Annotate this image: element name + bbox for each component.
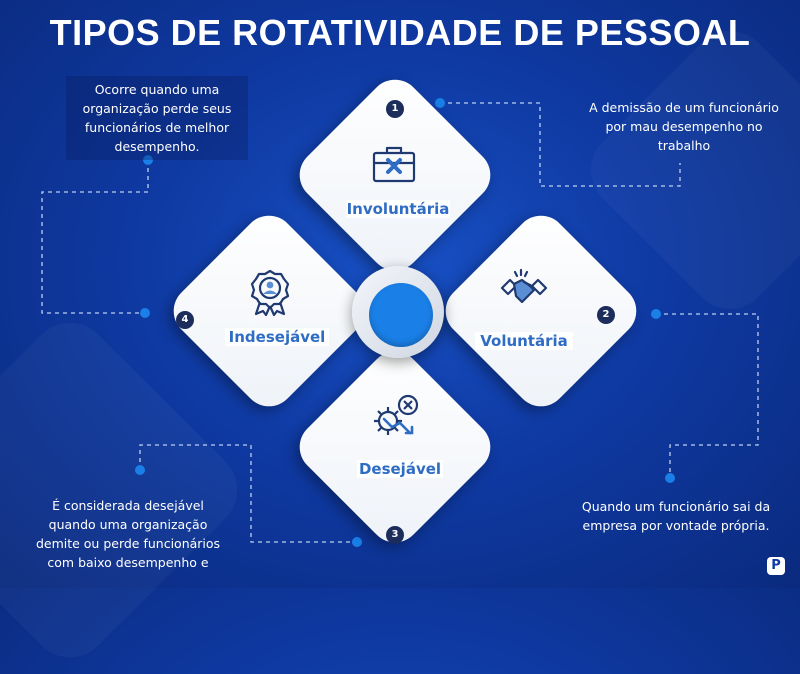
label-voluntaria: Voluntária <box>475 332 573 350</box>
connector-dot-3b <box>352 537 362 547</box>
connector-dot-2a <box>651 309 661 319</box>
label-involuntaria: Involuntária <box>346 200 450 218</box>
connector-line-3 <box>139 444 357 543</box>
connector-lines <box>41 98 759 547</box>
number-badge-3: 3 <box>386 526 404 544</box>
number-badge-1: 1 <box>386 100 404 118</box>
award-badge-icon <box>250 269 290 316</box>
connector-dot-4a <box>143 155 153 165</box>
center-dot <box>369 283 433 347</box>
label-indesejavel: Indesejável <box>225 328 329 346</box>
connector-dot-4b <box>140 308 150 318</box>
description-voluntaria: Quando um funcionário sai da empresa por… <box>581 499 771 533</box>
number-badge-2: 2 <box>597 306 615 324</box>
connector-dot-2b <box>665 473 675 483</box>
page-title: TIPOS DE ROTATIVIDADE DE PESSOAL <box>49 12 751 53</box>
number-badge-4: 4 <box>176 311 194 329</box>
connector-line-1 <box>440 102 681 187</box>
brand-logo: P <box>767 557 785 575</box>
description-indesejavel: Ocorre quando uma organização perde seus… <box>66 76 248 160</box>
description-involuntaria: A demissão de um funcionário por mau des… <box>589 100 779 153</box>
description-desejavel: É considerada desejável quando uma organ… <box>35 498 221 570</box>
connector-line-4 <box>41 160 149 314</box>
connector-dot-3a <box>135 465 145 475</box>
connector-line-2 <box>656 313 759 478</box>
briefcase-x-icon <box>372 146 416 183</box>
label-desejavel: Desejável <box>357 460 443 478</box>
gear-x-icon <box>374 394 419 435</box>
connector-dot-1 <box>435 98 445 108</box>
handshake-icon <box>500 268 548 304</box>
